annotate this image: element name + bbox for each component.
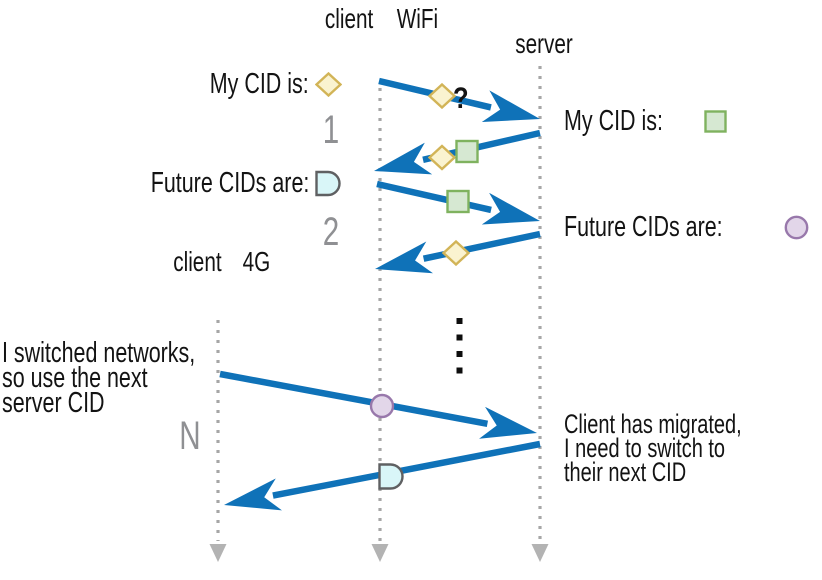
label-client-cid: My CID is: [175, 67, 342, 100]
question-mark-text: ? [453, 82, 469, 115]
yellow-diamond-cid-on-arrow-2 [427, 144, 457, 171]
cid-tokens [369, 82, 479, 490]
header-client-wifi-line1: client [324, 3, 374, 34]
header-server-label: server [515, 28, 573, 59]
label-client-future-cids-text: Future CIDs are: [150, 166, 309, 199]
message-arrows [219, 77, 541, 511]
arrow-initial-client-to-server [378, 77, 541, 123]
label-client-cid-text: My CID is: [210, 67, 309, 100]
label-server-future-cids: Future CIDs are: [564, 210, 809, 243]
step-number-n: N [176, 416, 205, 456]
step-number-1: 1 [320, 110, 342, 150]
question-mark: ? [453, 84, 471, 114]
header-client-4g-line2: 4G [242, 246, 271, 277]
ellipsis-dot [456, 351, 463, 357]
ellipsis-dot [456, 318, 463, 324]
label-server-cid-text: My CID is: [564, 104, 663, 137]
lifelines [209, 66, 549, 562]
note-server-line2: I need to switch to [564, 433, 726, 463]
header-client-wifi: client WiFi [316, 2, 445, 36]
step-number-2: 2 [320, 212, 342, 252]
label-server-future-cids-text: Future CIDs are: [564, 210, 723, 243]
step-number-1-text: 1 [322, 108, 340, 152]
step-number-2-text: 2 [322, 210, 340, 254]
purple-circle-icon [784, 215, 809, 239]
header-server: server [505, 27, 583, 61]
label-server-cid: My CID is: [564, 104, 727, 137]
yellow-diamond-cid-on-arrow-4 [441, 239, 471, 267]
note-client-line3: server CID [2, 387, 105, 419]
step-number-n-text: N [179, 414, 201, 458]
lifeline-end-arrow-server [531, 544, 549, 562]
lifeline-end-arrow-4g [209, 544, 227, 562]
note-server-migration: Client has migrated, I need to switch to… [564, 409, 804, 487]
purple-circle-cid-on-arrow-5 [369, 393, 395, 419]
green-square-cid-on-arrow-3 [446, 189, 470, 214]
cyan-half-disc-cid-on-arrow-6 [378, 463, 404, 490]
ellipsis-dot [456, 334, 463, 341]
green-square-icon [704, 109, 727, 133]
yellow-diamond-cid-on-arrow-1 [427, 82, 457, 110]
lifeline-end-arrow-wifi [371, 544, 389, 562]
note-client-migration: I switched networks, so use the next ser… [2, 337, 263, 419]
header-client-4g: client 4G [165, 245, 276, 279]
time-ellipsis [456, 318, 463, 374]
yellow-diamond-icon [315, 71, 342, 97]
header-client-wifi-line2: WiFi [396, 3, 439, 34]
note-server-line3: their next CID [564, 457, 687, 487]
note-client-line2: so use the next [2, 362, 148, 394]
note-client-line1: I switched networks, [2, 337, 196, 369]
label-client-future-cids: Future CIDs are: [95, 166, 342, 199]
ellipsis-dot [456, 367, 463, 374]
note-server-line1: Client has migrated, [564, 409, 742, 439]
header-client-4g-line1: client [173, 246, 222, 277]
green-square-cid-on-arrow-2 [455, 139, 479, 164]
cyan-half-disc-icon [315, 170, 341, 196]
